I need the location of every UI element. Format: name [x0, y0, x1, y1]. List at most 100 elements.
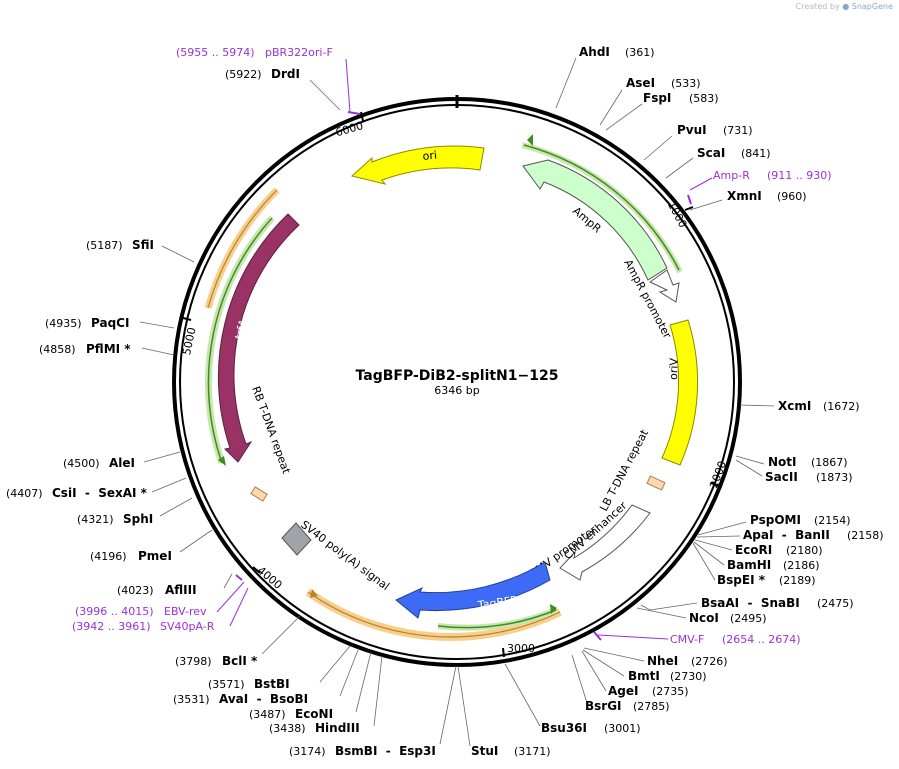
enzyme-name-asei: AseI: [626, 76, 655, 90]
leader-bstbi: [319, 645, 351, 683]
enzyme-pos-sphi: (4321): [77, 513, 114, 526]
leader-agei: [581, 650, 607, 692]
ampr-orf-arc: [523, 144, 680, 271]
enzyme-pos-bstbi: (3571): [208, 678, 245, 691]
enzyme-name-apai-banii: ApaI - BanII: [743, 528, 830, 542]
primer-name-amp-r: Amp-R: [713, 169, 750, 182]
enzyme-name-avai-bsobi: AvaI - BsoBI: [219, 692, 308, 706]
snapgene-credit: Created by ● SnapGene: [796, 2, 893, 11]
primer-name-ebv-rev: EBV-rev: [164, 605, 207, 618]
enzyme-name-bcli: BclI *: [222, 654, 258, 668]
feature-label-sv40-polya: SV40 poly(A) signal: [298, 518, 392, 593]
feature-trfa: [217, 213, 300, 463]
tick-5000: [182, 317, 192, 321]
feature-ampr: [522, 159, 668, 281]
leader-avai: [339, 649, 359, 697]
credit-text: Created by: [795, 2, 840, 11]
leader-hindiii: [373, 655, 383, 727]
enzyme-pos-econi: (3487): [249, 708, 286, 721]
enzyme-pos-ecori: (2180): [786, 544, 823, 557]
enzyme-name-ecori: EcoRI: [735, 543, 772, 557]
enzyme-pos-stui: (3171): [514, 745, 551, 758]
enzyme-name-scai: ScaI: [697, 146, 725, 160]
enzyme-name-bspei: BspEI *: [717, 573, 766, 587]
primer-leader-sv40pa-r: [229, 587, 249, 627]
enzyme-name-afliii: AflIII: [165, 583, 197, 597]
enzyme-pos-pspomi: (2154): [814, 514, 851, 527]
enzyme-name-sacii: SacII: [765, 470, 798, 484]
feature-cmv-enhancer-promoter: [559, 504, 651, 581]
enzyme-pos-agei: (2735): [652, 685, 689, 698]
enzyme-pos-bsaai-snabi: (2475): [817, 597, 854, 610]
enzyme-name-noti: NotI: [768, 455, 797, 469]
enzyme-pos-ahdi: (361): [625, 46, 655, 59]
primer-name-cmv-f: CMV-F: [670, 633, 704, 646]
leader-ahdi: [555, 57, 577, 109]
trfa-orf-arrowhead: [218, 456, 226, 466]
tick-6000: [360, 111, 364, 122]
enzyme-name-paqci: PaqCI: [91, 316, 129, 330]
leader-ncoi: [636, 607, 687, 619]
enzyme-leaders: [139, 57, 775, 747]
enzyme-pos-sacii: (1873): [816, 471, 853, 484]
enzyme-name-alei: AleI: [109, 456, 135, 470]
tick-4000: [252, 566, 261, 574]
tick-label-6000: 6000: [334, 119, 364, 139]
leader-csii: [151, 477, 187, 493]
tick-2000: [710, 482, 721, 487]
enzyme-name-ahdi: AhdI: [579, 45, 610, 59]
enzyme-pos-noti: (1867): [811, 456, 848, 469]
enzyme-name-stui: StuI: [471, 744, 498, 758]
enzyme-pos-xmni: (960): [777, 190, 807, 203]
leader-xcmi: [739, 404, 775, 407]
enzyme-name-xmni: XmnI: [727, 189, 762, 203]
leader-alei: [143, 451, 181, 463]
enzyme-name-csii-sexai: CsiI - SexAI *: [52, 486, 148, 500]
enzyme-pos-bsu36i: (3001): [604, 722, 641, 735]
orf-arcs: [204, 134, 683, 641]
enzyme-name-bsrgi: BsrGI: [585, 699, 622, 713]
feature-ampr-promoter: [649, 269, 680, 303]
feature-label-lb-t-dna-repeat: LB T-DNA repeat: [597, 427, 651, 514]
enzyme-labels: AhdI (361) AseI (533) FspI (583) PvuI (7…: [6, 45, 884, 758]
leader-econi: [355, 651, 372, 713]
enzyme-pos-paqci: (4935): [45, 317, 82, 330]
enzyme-pos-csii: (4407): [6, 487, 43, 500]
enzyme-name-fspi: FspI: [643, 91, 671, 105]
enzyme-name-bmti: BmtI: [628, 669, 660, 683]
tagbfp-orf-arrowhead: [550, 604, 557, 614]
enzyme-pos-bsmbi: (3174): [289, 745, 326, 758]
enzyme-name-ncoi: NcoI: [689, 611, 719, 625]
feature-label-oriv: oriV: [667, 357, 681, 380]
leader-ecori: [694, 539, 733, 551]
enzyme-pos-sfii: (5187): [86, 239, 123, 252]
sv40-orf-arrowhead: [310, 589, 318, 598]
features: ori AmpR AmpR promoter oriV LB T-DNA rep…: [217, 145, 699, 619]
primer-ebv-rev: [235, 574, 243, 581]
primer-range-pbr322ori-f: (5955 .. 5974): [176, 46, 255, 59]
feature-ori: [350, 145, 485, 185]
primer-amp-r: [687, 194, 692, 205]
primer-leader-pbr322ori-f: [345, 58, 351, 113]
leader-pspomi: [697, 521, 747, 536]
leader-pmei: [179, 529, 213, 553]
enzyme-name-hindiii: HindIII: [315, 721, 360, 735]
tick-label-4000: 4000: [255, 564, 285, 592]
tick-3000: [502, 647, 505, 658]
leader-bsaai: [640, 602, 698, 611]
enzyme-pos-nhei: (2726): [691, 655, 728, 668]
enzyme-name-pvui: PvuI: [677, 123, 707, 137]
tagbfp-orf-arc: [437, 609, 557, 629]
leader-pflmi: [141, 347, 175, 356]
leader-scai: [665, 157, 694, 179]
feature-oriv: [661, 319, 699, 466]
enzyme-name-pmei: PmeI: [138, 549, 172, 563]
enzyme-name-nhei: NheI: [647, 654, 678, 668]
leader-noti: [735, 455, 765, 465]
primer-range-amp-r: (911 .. 930): [767, 169, 832, 182]
leader-fspi: [605, 103, 643, 131]
enzyme-pos-bsrgi: (2785): [633, 700, 670, 713]
primer-pbr322ori-f: [347, 111, 361, 115]
enzyme-name-pspomi: PspOMI: [750, 513, 801, 527]
